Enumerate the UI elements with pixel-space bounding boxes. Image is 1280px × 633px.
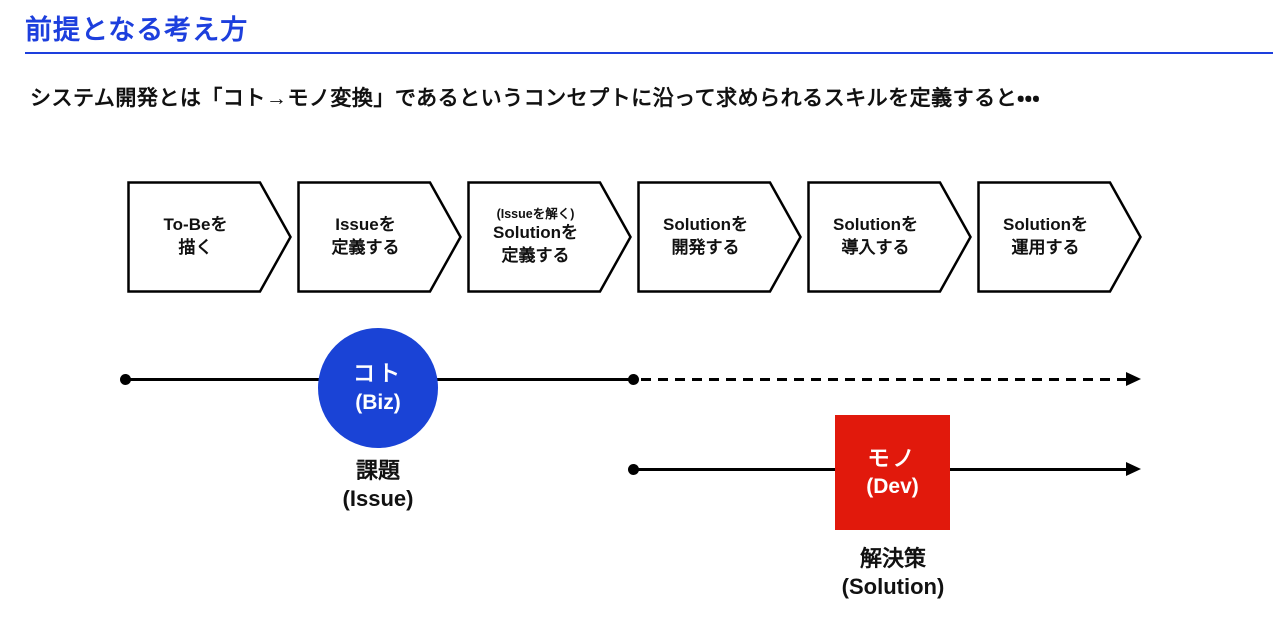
process-step-label: Solutionを 開発する [637, 181, 802, 293]
step-line-2: 定義する [331, 238, 400, 257]
chevron-shape-icon [807, 181, 972, 293]
slide-subtitle: システム開発とは「コト→モノ変換」であるというコンセプトに沿って求められるスキル… [30, 87, 1041, 110]
biz-timeline-start-dot [120, 374, 131, 385]
process-step-issue: Issueを 定義する [297, 181, 462, 293]
biz-timeline-arrowhead [1126, 372, 1141, 386]
biz-badge-jp-label: コト [352, 361, 403, 387]
chevron-shape-icon [637, 181, 802, 293]
step-line-1: To-Beを [163, 215, 228, 235]
biz-caption-jp: 課題 [355, 458, 400, 483]
step-line-2: 定義する [501, 245, 570, 265]
step-line-1: Solutionを [493, 222, 578, 242]
step-line-1: Solutionを [663, 215, 748, 235]
biz-caption: 課題 (Issue) [278, 457, 478, 512]
step-line-1: Solutionを [1003, 215, 1088, 235]
process-step-solution-operate: Solutionを 運用する [977, 181, 1142, 293]
process-step-solution-deploy: Solutionを 導入する [807, 181, 972, 293]
dev-caption-en: (Solution) [841, 573, 945, 599]
dev-caption: 解決策 (Solution) [793, 545, 993, 600]
dev-timeline-start-dot [628, 464, 639, 475]
step-line-2: 導入する [841, 238, 910, 257]
process-step-solution-define: (Issueを解く) Solutionを 定義する [467, 181, 632, 293]
process-step-label: To-Beを 描く [127, 181, 292, 293]
dev-badge: モノ (Dev) [835, 415, 950, 530]
biz-timeline-end-dot [628, 374, 639, 385]
step-line-2: 描く [178, 238, 213, 257]
dev-timeline-arrowhead [1126, 462, 1141, 476]
chevron-shape-icon [467, 181, 632, 293]
dev-badge-en-label: (Dev) [866, 475, 919, 499]
process-flow: To-Beを 描く Issueを 定義する (Issueを解く) Solutio… [127, 181, 1142, 293]
process-step-label: (Issueを解く) Solutionを 定義する [467, 181, 632, 293]
step-line-1: Solutionを [833, 215, 918, 235]
dev-badge-jp-label: モノ [867, 445, 918, 471]
biz-badge-en-label: (Biz) [355, 390, 401, 414]
process-step-label: Solutionを 導入する [807, 181, 972, 293]
step-line-2: 開発する [671, 238, 740, 257]
step-note: (Issueを解く) [496, 206, 575, 221]
title-underline [25, 52, 1273, 54]
biz-timeline-dashed-line [641, 378, 1127, 381]
process-step-label: Issueを 定義する [297, 181, 462, 293]
process-step-label: Solutionを 運用する [977, 181, 1142, 293]
biz-badge: コト (Biz) [318, 328, 438, 448]
process-step-solution-develop: Solutionを 開発する [637, 181, 802, 293]
page-title: 前提となる考え方 [25, 15, 249, 45]
step-line-2: 運用する [1011, 238, 1080, 257]
dev-caption-jp: 解決策 [859, 546, 926, 571]
chevron-shape-icon [977, 181, 1142, 293]
chevron-shape-icon [127, 181, 292, 293]
process-step-tobe: To-Beを 描く [127, 181, 292, 293]
chevron-shape-icon [297, 181, 462, 293]
biz-caption-en: (Issue) [342, 485, 414, 511]
step-line-1: Issueを [335, 215, 396, 235]
